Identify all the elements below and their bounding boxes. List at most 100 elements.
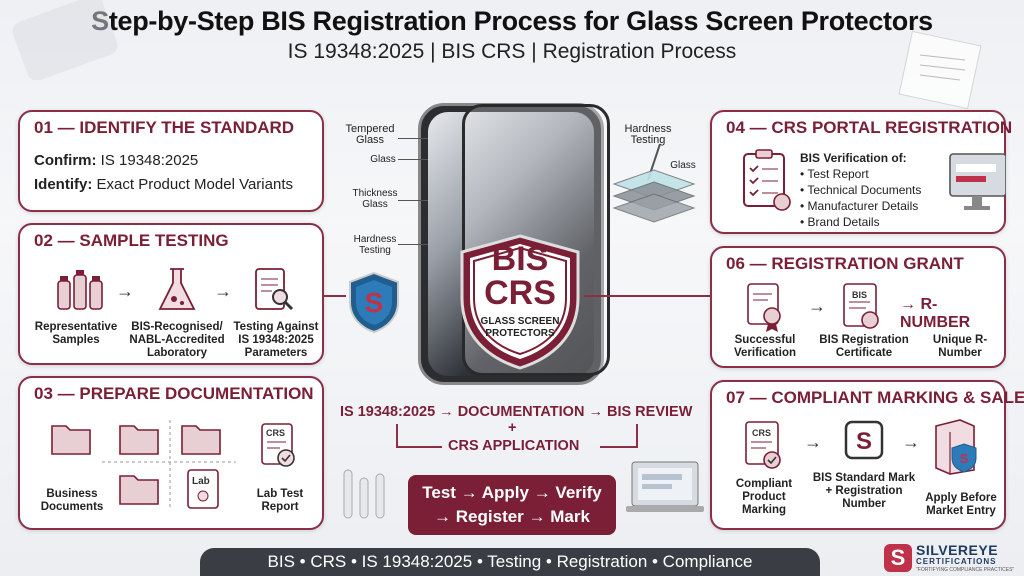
flow-line-2: CRS APPLICATION	[448, 438, 580, 454]
brand-tagline: "FORTIFYING COMPLIANCE PRACTICES"	[916, 567, 1015, 573]
step-03-title: 03 — PREPARE DOCUMENTATION	[34, 384, 314, 403]
step-04-panel: 04 — CRS PORTAL REGISTRATION	[710, 110, 1012, 234]
verification-item: • Brand Details	[800, 215, 880, 229]
bis-crs-shield-icon	[460, 234, 580, 370]
thickness-glass-label: Thickness Glass	[352, 188, 398, 210]
test-tubes-icon	[343, 469, 385, 519]
identify-value: Exact Product Model Variants	[92, 176, 294, 193]
brand-sub: CERTIFICATIONS	[916, 557, 997, 566]
successful-verification-caption: Successful Verification	[734, 334, 796, 359]
label-line	[398, 200, 428, 201]
crs-tag: CRS	[266, 428, 286, 438]
label-line	[398, 138, 428, 139]
product-box-icon: S	[935, 419, 977, 475]
testing-parameters-caption: Testing Against IS 19348:2025 Parameters	[233, 321, 319, 359]
tempered-glass-label: Tempered Glass	[345, 123, 395, 146]
connector-line	[396, 424, 398, 446]
compliant-product-marking-caption: Compliant Product Marking	[735, 478, 793, 516]
portal-monitor-icon	[949, 153, 1006, 210]
shield-subtitle: GLASS SCREEN PROTECTORS	[480, 316, 560, 339]
flow-plus: +	[508, 420, 517, 436]
step-01-title: 01 — IDENTIFY THE STANDARD	[34, 118, 295, 137]
silvereye-logo: S SILVEREYE CERTIFICATIONS "FORTIFYING C…	[884, 540, 1020, 576]
crs-tag: CRS	[752, 428, 772, 438]
test-report-magnifier-icon	[255, 268, 294, 311]
verified-document-icon	[747, 283, 781, 332]
crs-marking-document-icon	[745, 421, 781, 469]
identify-label: Identify:	[34, 176, 93, 193]
step-03-panel: 03 — PREPARE DOCUMENTATION Lab CRS Busin…	[18, 376, 324, 530]
identify-line: Identify: Exact Product Model Variants	[34, 176, 293, 193]
logo-letter: S	[890, 545, 906, 570]
summary-line-2: → Register → Mark	[434, 507, 590, 526]
accredited-lab-caption: BIS-Recognised/ NABL-Accredited Laborato…	[129, 321, 225, 359]
connector-line	[600, 446, 638, 448]
step-06-title: 06 — REGISTRATION GRANT	[726, 254, 964, 273]
verification-item: • Technical Documents	[800, 183, 922, 197]
connector-line	[636, 424, 638, 446]
arrow-right-icon: →	[808, 296, 826, 316]
shield-crs-text: CRS	[484, 274, 556, 312]
background-document-icon	[898, 30, 982, 110]
svg-text:S: S	[365, 287, 384, 318]
step-06-panel: 06 — REGISTRATION GRANT → BIS → R-NUMBER…	[710, 246, 1006, 368]
r-number-text: → R-NUMBER	[900, 296, 971, 331]
registration-certificate-icon	[843, 283, 879, 329]
laptop-icon	[626, 461, 704, 512]
hardness-testing-left-label: Hardness Testing	[353, 234, 397, 256]
unique-r-number-caption: Unique R-Number	[932, 334, 988, 359]
shield-bis-text: BIS	[491, 240, 549, 278]
checklist-clipboard-icon	[743, 149, 791, 211]
verification-item: • Manufacturer Details	[800, 199, 919, 213]
arrow-right-icon: →	[214, 281, 232, 301]
apply-before-market-caption: Apply Before Market Entry	[925, 492, 997, 517]
lab-test-report-caption: Lab Test Report	[256, 488, 304, 513]
lab-tag: Lab	[192, 476, 210, 487]
svg-text:S: S	[960, 451, 969, 466]
bis-tag: BIS	[852, 290, 868, 300]
page-subtitle: IS 19348:2025 | BIS CRS | Registration P…	[287, 40, 737, 63]
brand-name: SILVEREYE	[916, 542, 999, 558]
confirm-line: Confirm: IS 19348:2025	[34, 152, 198, 169]
verification-item: • Test Report	[800, 167, 869, 181]
connector-line	[324, 295, 346, 297]
documents-grid-icon	[51, 420, 236, 510]
sample-bottles-icon	[57, 270, 103, 310]
arrow-right-icon: →	[116, 281, 134, 301]
glass-label: Glass	[370, 154, 396, 165]
crs-document-check-icon	[261, 423, 295, 467]
step-02-title: 02 — SAMPLE TESTING	[34, 231, 229, 250]
bis-standard-mark-icon: S	[844, 420, 884, 460]
summary-line-1: Test → Apply → Verify	[422, 483, 602, 502]
confirm-value: IS 19348:2025	[96, 152, 199, 169]
arrow-right-icon: →	[804, 432, 822, 452]
connector-line	[396, 446, 442, 448]
silvereye-shield-icon: S	[349, 271, 399, 334]
step-04-title: 04 — CRS PORTAL REGISTRATION	[726, 118, 1013, 137]
glass-layers-icon	[612, 143, 696, 223]
step-07-panel: 07 — COMPLIANT MARKING & SALE CRS → S → …	[710, 380, 1024, 530]
business-documents-caption: Business Documents	[40, 488, 104, 513]
page-title: Step-by-Step BIS Registration Process fo…	[91, 6, 933, 36]
flow-line-1: IS 19348:2025 → DOCUMENTATION → BIS REVI…	[340, 404, 693, 420]
logo-mark-icon: S	[884, 544, 912, 572]
registration-certificate-caption: BIS Registration Certificate	[819, 334, 909, 359]
glass-right-label: Glass	[670, 160, 696, 171]
verification-heading: BIS Verification of:	[800, 151, 907, 165]
confirm-label: Confirm:	[34, 152, 97, 169]
footer-keyword-bar: BIS • CRS • IS 19348:2025 • Testing • Re…	[200, 548, 820, 576]
step-01-panel: 01 — IDENTIFY THE STANDARD Confirm: IS 1…	[18, 110, 324, 212]
representative-samples-caption: Representative Samples	[34, 321, 118, 346]
connector-line	[584, 295, 710, 297]
label-line	[398, 244, 428, 245]
background-phone-icon	[12, 0, 118, 80]
standard-mark-caption: BIS Standard Mark + Registration Number	[812, 472, 916, 510]
hardness-testing-right-label: Hardness Testing	[624, 123, 672, 146]
arrow-right-icon: →	[902, 432, 920, 452]
lab-flask-icon	[158, 268, 196, 310]
step-02-panel: 02 — SAMPLE TESTING → → Representative S…	[18, 223, 324, 365]
label-line	[398, 159, 428, 160]
process-summary-banner: Test → Apply → Verify → Register → Mark	[408, 475, 616, 535]
verification-list: BIS Verification of: • Test Report • Tec…	[800, 150, 921, 230]
svg-text:S: S	[856, 428, 872, 455]
